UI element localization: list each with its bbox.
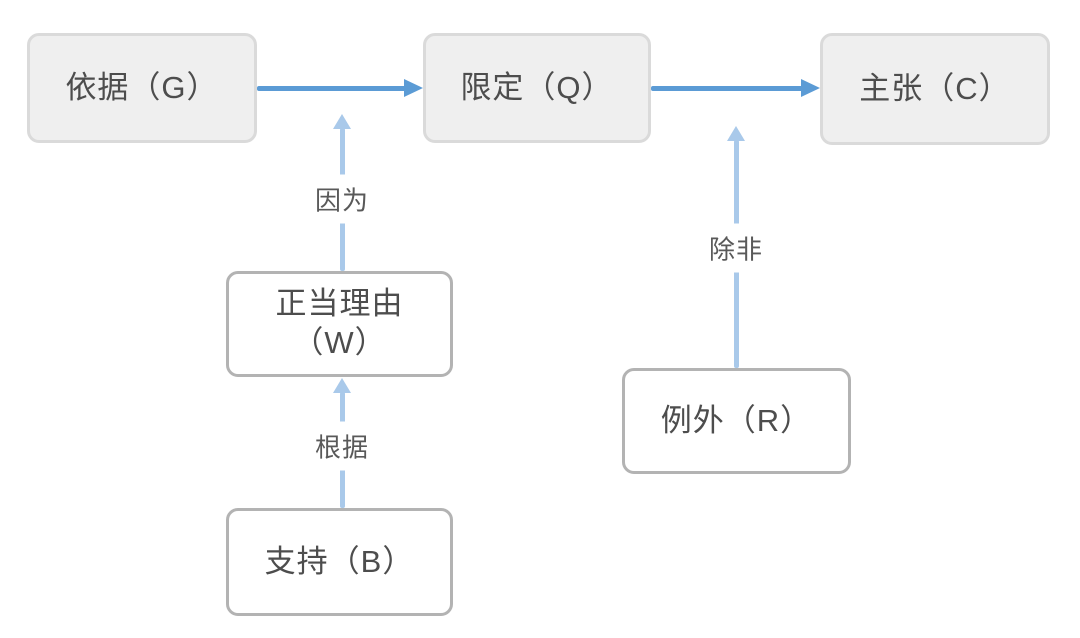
node-backing: 支持（B） <box>226 508 453 616</box>
arrow-grounds-to-qualifier <box>257 86 407 91</box>
edge-label-based-on: 根据 <box>312 421 372 471</box>
node-warrant-label-line1: 正当理由 <box>275 286 404 322</box>
node-warrant: 正当理由 （W） <box>226 271 453 377</box>
arrowhead-up-icon <box>333 378 351 393</box>
node-warrant-label-line2: （W） <box>292 325 387 360</box>
edge-label-unless: 除非 <box>706 223 766 273</box>
arrowhead-up-icon <box>727 126 745 141</box>
node-qualifier: 限定（Q） <box>423 33 651 143</box>
edge-label-because: 因为 <box>312 174 372 224</box>
node-claim-label: 主张（C） <box>859 70 1011 106</box>
node-claim: 主张（C） <box>820 33 1050 145</box>
arrowhead-up-icon <box>333 114 351 129</box>
node-qualifier-label: 限定（Q） <box>460 69 614 105</box>
node-grounds: 依据（G） <box>27 33 257 143</box>
arrowhead-right-icon <box>404 79 423 97</box>
arrowhead-right-icon <box>801 79 820 97</box>
node-rebuttal: 例外（R） <box>622 368 851 474</box>
node-rebuttal-label: 例外（R） <box>660 402 813 438</box>
arrow-qualifier-to-claim <box>651 86 803 91</box>
node-grounds-label: 依据（G） <box>65 69 219 105</box>
node-backing-label: 支持（B） <box>264 543 415 579</box>
